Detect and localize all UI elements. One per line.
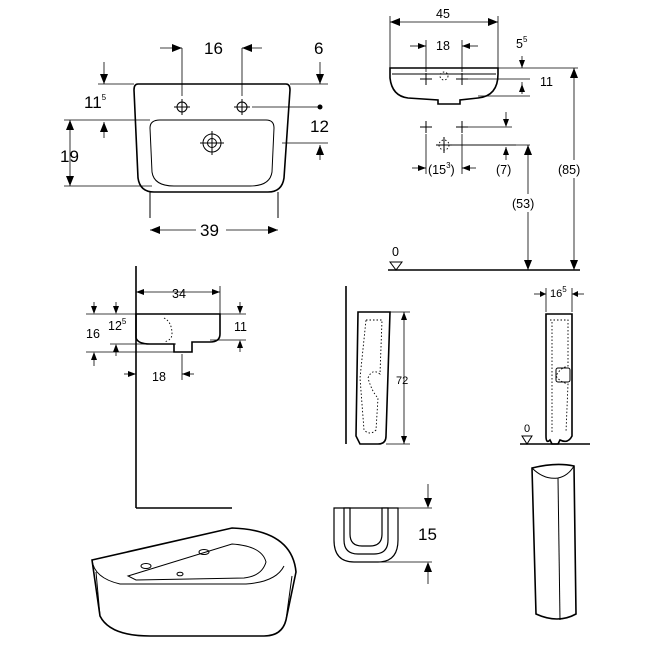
front-tap-spacing: 16 xyxy=(204,39,223,58)
front-top-offset: 6 xyxy=(314,39,323,58)
top-total-height: (85) xyxy=(558,163,580,177)
front-tap-height: 115 xyxy=(84,93,107,112)
basin-front-bowl xyxy=(149,119,275,187)
basin-top-outline xyxy=(389,67,499,105)
pedestal-height: 72 xyxy=(396,375,408,387)
front-outlet-offset: 12 xyxy=(310,117,329,136)
basin-lower-edge xyxy=(149,192,279,218)
basin-3d-tap-hole-left xyxy=(140,563,152,569)
floor-level-label: 0 xyxy=(392,245,399,259)
basin-3d xyxy=(91,527,297,637)
side-depth: 11 xyxy=(234,320,247,334)
basin-front-outline xyxy=(133,83,291,193)
half-pedestal: 15 xyxy=(333,484,437,584)
pedestal-3d xyxy=(531,463,577,621)
top-inlet-offset: (7) xyxy=(496,163,511,177)
pedestal-side-view: 165 0 xyxy=(520,285,590,445)
front-view: 16 6 12 115 19 39 xyxy=(60,39,329,240)
pedestal-section: 72 xyxy=(345,286,410,445)
basin-side-outline xyxy=(135,313,221,353)
side-dim-a: 16 xyxy=(86,327,100,341)
half-pedestal-height: 15 xyxy=(418,525,437,544)
front-bowl-height: 19 xyxy=(60,147,79,166)
top-right-view: 45 18 55 11 (7) xyxy=(388,7,592,271)
pedestal-section-outline xyxy=(355,311,391,445)
side-view: 34 16 125 11 18 xyxy=(86,266,247,509)
side-width: 34 xyxy=(172,287,186,301)
top-tap-spacing: 18 xyxy=(436,39,450,53)
front-width: 39 xyxy=(200,221,219,240)
top-depth: 11 xyxy=(540,75,553,89)
pedestal-side-width: 165 xyxy=(550,285,567,300)
top-width: 45 xyxy=(436,7,450,21)
side-dim-b: 125 xyxy=(108,317,127,333)
pedestal-3d-body xyxy=(531,463,577,620)
side-outlet: 18 xyxy=(152,370,166,384)
top-install-height: (53) xyxy=(512,197,534,211)
top-edge-offset: 55 xyxy=(516,35,528,51)
basin-3d-body xyxy=(91,527,297,637)
pedestal-floor-label: 0 xyxy=(524,423,530,435)
basin-3d-tap-hole-right xyxy=(198,549,210,555)
top-inlet-spacing: (153) xyxy=(428,161,455,177)
